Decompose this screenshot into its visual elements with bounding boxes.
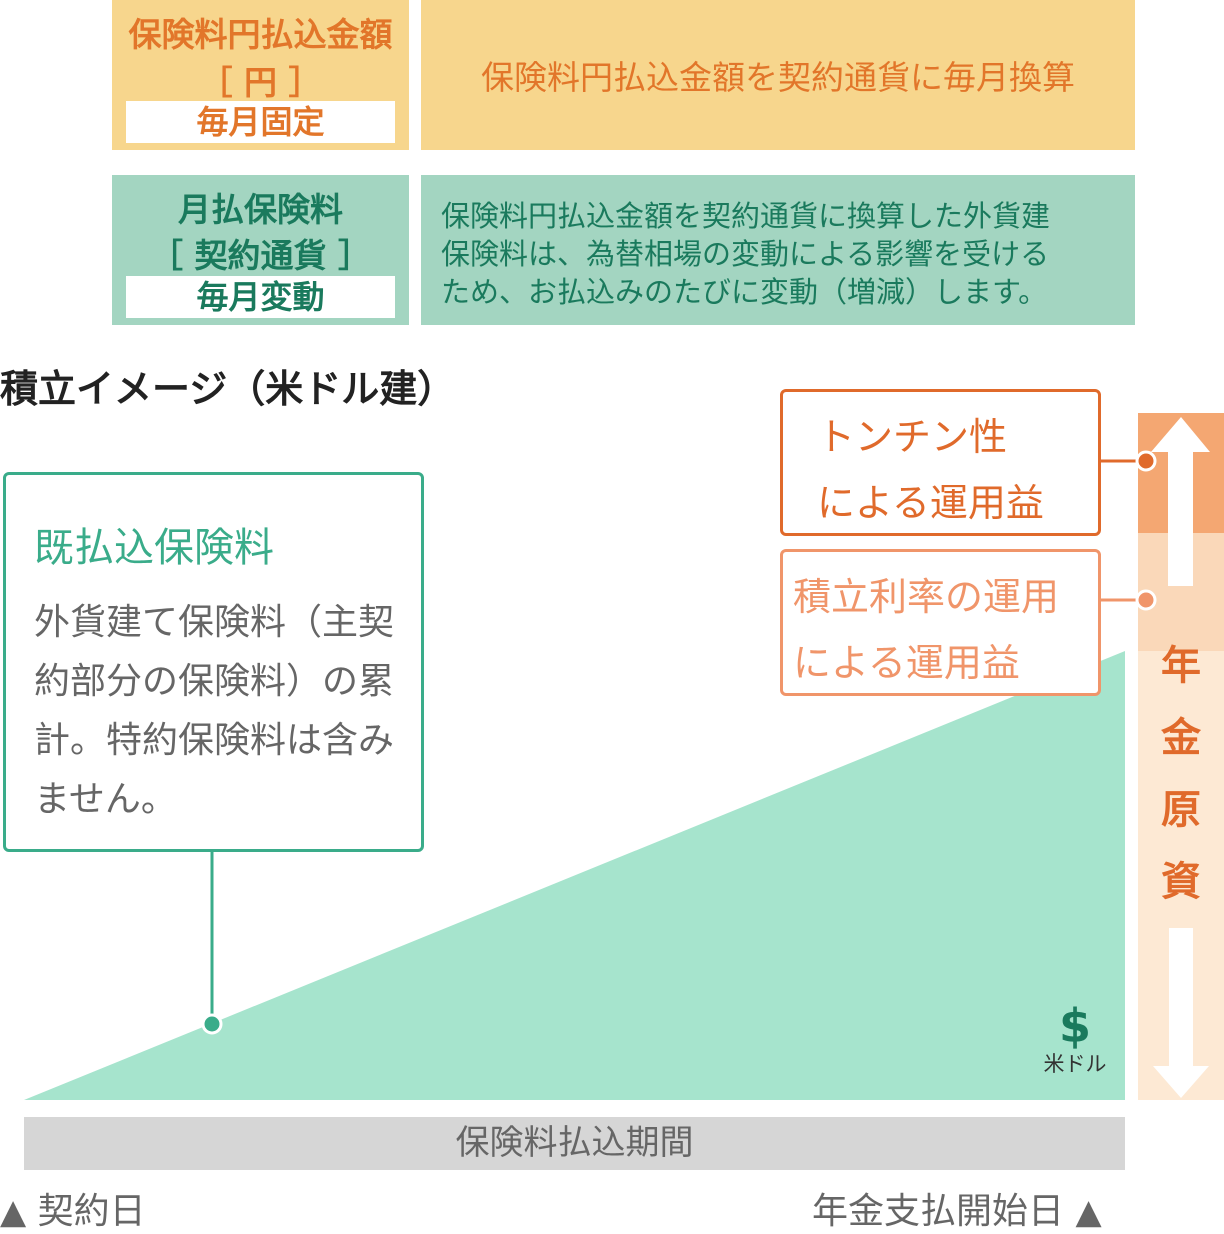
annuity-source-char: 資 <box>1161 859 1201 905</box>
yen-payment-description-text: 保険料円払込金額を契約通貨に毎月換算 <box>481 58 1075 97</box>
tontine-callout: トンチン性 による運用益 <box>780 389 1101 536</box>
usd-label: 米ドル <box>1043 1052 1107 1076</box>
premium-callout-body: 外貨建て保険料（主契約部分の保険料）の累計。特約保険料は含みません。 <box>34 602 395 820</box>
premium-accumulation-area <box>24 651 1125 1100</box>
up-arrow-icon <box>1151 417 1210 586</box>
rate-connector-dot <box>1135 589 1157 611</box>
rate-callout: 積立利率の運用 による運用益 <box>780 549 1101 696</box>
monthly-variable-badge: 毎月変動 <box>126 276 395 318</box>
tontine-connector-dot <box>1135 450 1157 472</box>
monthly-premium-description-line: 保険料は、為替相場の変動による影響を受ける <box>441 237 1050 271</box>
yen-payment-label-box: 保険料円払込金額 ［ 円 ］ 毎月固定 <box>112 0 409 150</box>
premium-callout-heading: 既払込保険料 <box>34 525 274 571</box>
annuity-start-date-label: 年金支払開始日 ▲ <box>812 1182 1102 1234</box>
usd-currency-mark: $ 米ドル <box>1040 1000 1110 1076</box>
triangle-up-icon: ▲ <box>0 1192 27 1232</box>
annuity-source-char: 原 <box>1161 787 1201 833</box>
contract-date-text: 契約日 <box>37 1191 146 1232</box>
tontine-callout-line: トンチン性 <box>817 415 1008 459</box>
tontine-callout-line: による運用益 <box>817 481 1044 525</box>
yen-payment-unit: ［ 円 ］ <box>199 63 322 102</box>
monthly-premium-unit: ［ 契約通貨 ］ <box>150 236 371 275</box>
monthly-premium-label-box: 月払保険料 ［ 契約通貨 ］ 毎月変動 <box>112 175 409 325</box>
down-arrow-icon <box>1153 928 1209 1098</box>
dollar-icon: $ <box>1058 999 1091 1053</box>
premium-payment-period-bar: 保険料払込期間 <box>24 1117 1125 1170</box>
monthly-premium-description-line: ため、お払込みのたびに変動（増減）します。 <box>441 275 1048 309</box>
premium-callout: 既払込保険料 外貨建て保険料（主契約部分の保険料）の累計。特約保険料は含みません… <box>3 472 424 852</box>
rate-callout-line: 積立利率の運用 <box>793 575 1060 619</box>
rate-callout-line: による運用益 <box>793 641 1020 685</box>
yen-payment-description: 保険料円払込金額を契約通貨に毎月換算 <box>421 0 1135 150</box>
triangle-up-icon: ▲ <box>1075 1192 1102 1232</box>
annuity-start-date-text: 年金支払開始日 <box>812 1191 1065 1232</box>
annuity-source-char: 年 <box>1161 643 1201 689</box>
section-title: 積立イメージ（米ドル建） <box>0 367 456 411</box>
monthly-premium-description-line: 保険料円払込金額を契約通貨に換算した外貨建 <box>441 199 1051 233</box>
annuity-source-char: 金 <box>1161 715 1201 761</box>
yen-payment-title: 保険料円払込金額 <box>128 15 393 54</box>
premium-connector-dot <box>201 1013 223 1035</box>
annuity-source-label: 年 金 原 資 <box>1140 630 1222 918</box>
contract-date-label: ▲ 契約日 <box>0 1182 146 1234</box>
monthly-premium-description: 保険料円払込金額を契約通貨に換算した外貨建 保険料は、為替相場の変動による影響を… <box>421 175 1135 325</box>
monthly-premium-title: 月払保険料 <box>178 190 343 229</box>
yen-fixed-badge: 毎月固定 <box>126 101 395 143</box>
